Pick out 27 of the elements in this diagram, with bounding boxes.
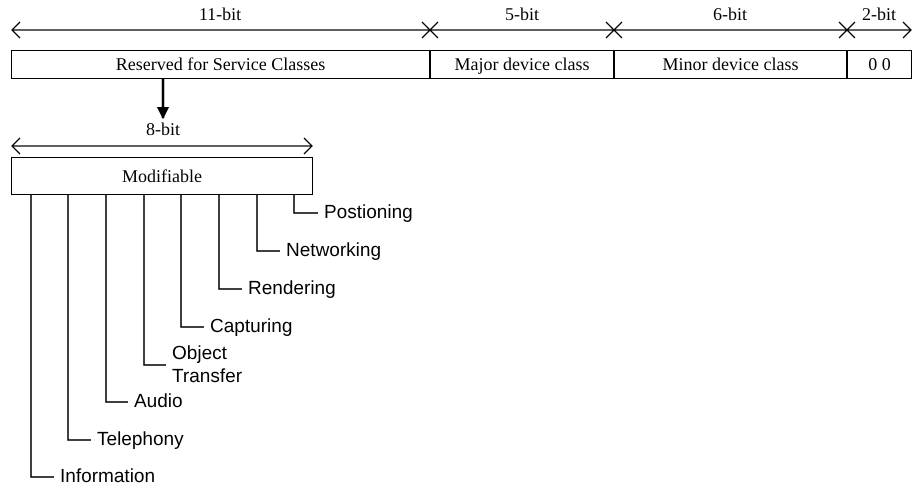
field-box: Major device class	[430, 50, 614, 79]
arrow	[156, 79, 170, 120]
bit-width-label: 11-bit	[198, 4, 242, 25]
leader-line	[180, 195, 204, 328]
field-box: Reserved for Service Classes	[11, 50, 430, 79]
leader-line	[293, 195, 318, 214]
leader-line	[30, 195, 54, 478]
bit-width-label: 2-bit	[862, 4, 896, 25]
leader-line	[105, 195, 128, 403]
bit-label: Capturing	[210, 315, 310, 339]
field-box: Minor device class	[614, 50, 847, 79]
bit-label: Object Transfer	[172, 342, 252, 388]
field-box: 0 0	[847, 50, 912, 79]
bit-label: Information	[60, 465, 170, 486]
leader-line	[218, 195, 242, 290]
bit-label: Rendering	[248, 277, 358, 301]
bit-width-label: 8-bit	[146, 119, 180, 140]
leader-line	[256, 195, 280, 252]
bit-width-label: 5-bit	[505, 4, 539, 25]
field-box: Modifiable	[11, 157, 313, 195]
bit-label: Audio	[134, 390, 204, 414]
bit-label: Networking	[286, 239, 396, 263]
bit-width-label: 6-bit	[713, 4, 747, 25]
leader-line	[143, 195, 166, 366]
leader-line	[67, 195, 91, 441]
bit-label: Postioning	[324, 201, 419, 225]
bit-label: Telephony	[97, 428, 197, 452]
